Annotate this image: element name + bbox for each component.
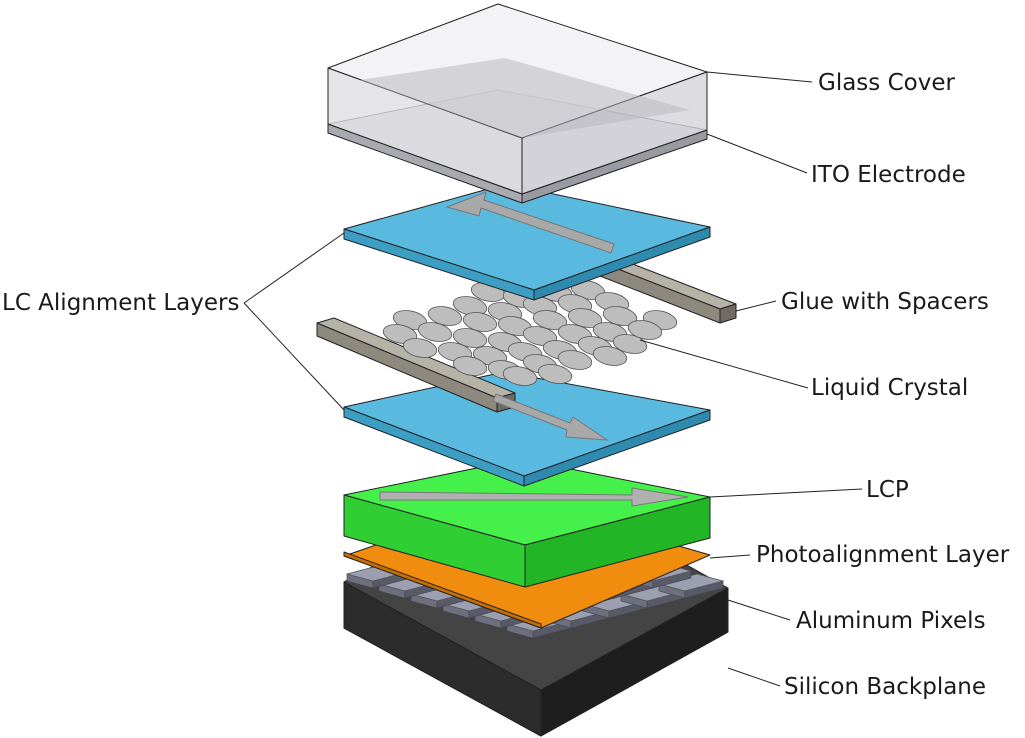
leader-ito-electrode: [706, 133, 808, 174]
label-photoalignment-layer: Photoalignment Layer: [756, 542, 1010, 568]
lc-molecule: [627, 320, 663, 340]
leader-lines: [243, 71, 863, 687]
label-silicon-backplane: Silicon Backplane: [784, 674, 986, 700]
label-aluminum-pixels: Aluminum Pixels: [796, 608, 986, 634]
leader-lcp: [709, 488, 863, 498]
lc-molecule: [557, 350, 593, 370]
leader-aluminum-pixels: [727, 599, 791, 621]
label-ito-electrode: ITO Electrode: [811, 162, 966, 188]
liquid-crystal-molecules: [382, 280, 678, 386]
lcp-direction-arrow: [379, 487, 689, 507]
lc-molecule: [402, 338, 438, 358]
upper-alignment-arrow: [445, 191, 615, 254]
lc-molecule: [612, 334, 648, 354]
lc-molecule: [452, 328, 488, 348]
label-liquid-crystal: Liquid Crystal: [811, 375, 968, 401]
lc-alignment-layer-upper: [343, 183, 711, 301]
leader-silicon-backplane: [727, 667, 781, 687]
leader-alignment-upper: [243, 232, 345, 304]
leader-glass-cover: [706, 71, 813, 83]
leader-glue: [735, 300, 777, 312]
label-lc-alignment-layers: LC Alignment Layers: [2, 290, 239, 316]
label-glue-with-spacers: Glue with Spacers: [781, 289, 989, 315]
label-glass-cover: Glass Cover: [818, 70, 955, 96]
lc-molecule: [417, 322, 453, 342]
glue-bar-upper: [599, 257, 737, 324]
lc-molecule: [502, 366, 538, 386]
lc-molecule: [592, 346, 628, 366]
lc-alignment-layer-lower: [343, 371, 711, 487]
lcp-layer: [343, 458, 711, 588]
label-lcp: LCP: [866, 477, 909, 503]
leader-photoalignment: [709, 554, 751, 559]
leader-liquid-crystal: [639, 339, 809, 389]
lower-alignment-arrow: [492, 393, 609, 441]
lc-molecule: [537, 364, 573, 384]
glue-bar-lower: [316, 317, 516, 413]
labels: Glass Cover ITO Electrode LC Alignment L…: [2, 70, 1010, 700]
lc-molecule: [522, 326, 558, 346]
lc-molecule: [452, 356, 488, 376]
lc-molecule: [382, 324, 418, 344]
glass-cover: [327, 3, 708, 195]
leader-alignment-lower: [243, 302, 345, 411]
